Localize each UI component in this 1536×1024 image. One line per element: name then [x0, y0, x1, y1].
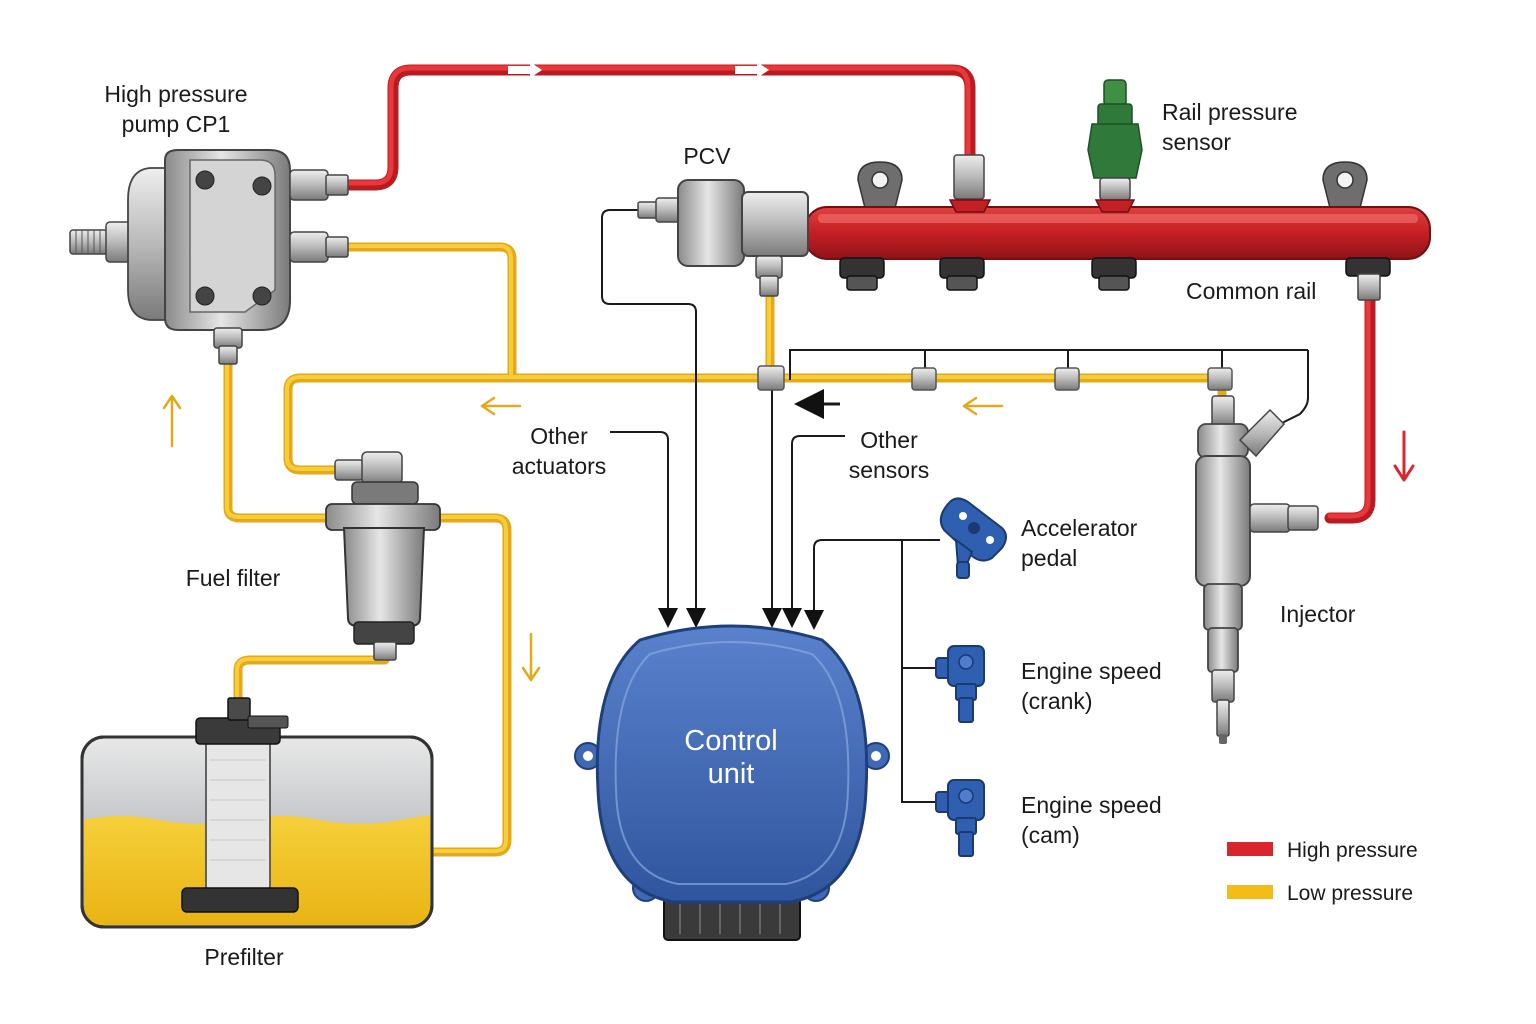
- rail-pressure-sensor: [1087, 79, 1143, 213]
- signal-wires: [601, 209, 1309, 803]
- high-pressure-down-arrow: [1393, 430, 1415, 482]
- arrow-down: [521, 632, 541, 682]
- label-other-actuators-line2: actuators: [512, 453, 607, 479]
- accelerator-pedal-sensor: [939, 497, 1007, 579]
- label-cam-line2: (cam): [1021, 822, 1080, 848]
- label-injector: Injector: [1280, 601, 1356, 627]
- rail-to-injector-line: [1324, 294, 1376, 524]
- common-rail: [804, 154, 1431, 301]
- injector: [1195, 395, 1319, 744]
- label-prefilter: Prefilter: [204, 944, 284, 970]
- flow-arrow-right-2: [735, 62, 769, 78]
- tee-fitting-pcv: [757, 365, 785, 391]
- cam-speed-sensor: [935, 779, 985, 857]
- low-pressure-flow-arrows: [162, 394, 1004, 682]
- legend-swatch-high: [1227, 842, 1273, 856]
- accelerator-wire: [804, 539, 940, 630]
- pcv-valve: [637, 179, 809, 297]
- legend-swatch-low: [1227, 885, 1273, 899]
- high-pressure-pump: [69, 149, 349, 365]
- arrow-up: [162, 394, 182, 448]
- legend-label-low: Low pressure: [1287, 882, 1413, 905]
- other-actuators-wire: [610, 431, 678, 628]
- label-control-unit-line1: Control: [684, 725, 778, 757]
- fuel-filter: [325, 451, 441, 661]
- return-fittings: [757, 365, 1233, 391]
- label-rail-sensor-line2: sensor: [1162, 129, 1231, 155]
- rail-sensor-wire: [1277, 350, 1309, 426]
- prefilter-to-filter-line: [233, 643, 390, 705]
- label-cam-line1: Engine speed: [1021, 792, 1162, 818]
- label-other-actuators-line1: Other: [530, 423, 588, 449]
- label-common-rail: Common rail: [1186, 278, 1316, 304]
- return-to-filter-line: [283, 373, 350, 475]
- legend-label-high: High pressure: [1287, 839, 1418, 862]
- label-other-sensors-line1: Other: [860, 427, 918, 453]
- label-accelerator-line2: pedal: [1021, 545, 1077, 571]
- other-sensors-wire: [782, 435, 845, 628]
- injector-harness-wire: [789, 349, 1308, 380]
- tee-fitting-3: [1207, 367, 1233, 391]
- label-accelerator-line1: Accelerator: [1021, 515, 1138, 541]
- label-other-sensors-line2: sensors: [849, 457, 930, 483]
- filter-to-tank-line: [427, 513, 512, 857]
- tee-fitting-1: [911, 367, 937, 391]
- control-unit: [574, 624, 890, 941]
- speed-sensor-bus: [901, 540, 936, 803]
- flow-arrow-right-1: [508, 62, 542, 78]
- label-crank-line2: (crank): [1021, 688, 1093, 714]
- label-pump-line2: pump CP1: [122, 111, 231, 137]
- high-pressure-flow-arrows: [508, 62, 769, 78]
- pump-feed-line: [223, 357, 335, 523]
- arrow-left-2: [962, 396, 1004, 416]
- arrow-left-1: [480, 396, 522, 416]
- label-pump-line1: High pressure: [104, 81, 247, 107]
- label-fuel-filter: Fuel filter: [186, 565, 281, 591]
- crank-speed-sensor: [935, 645, 985, 723]
- label-control-unit-line2: unit: [708, 758, 755, 790]
- pump-return-line: [345, 242, 517, 383]
- prefilter: [181, 697, 299, 913]
- legend: High pressure Low pressure: [1227, 839, 1418, 905]
- label-rail-sensor-line1: Rail pressure: [1162, 99, 1298, 125]
- pcv-signal-wire: [601, 209, 706, 628]
- tee-fitting-2: [1054, 367, 1080, 391]
- label-pcv: PCV: [683, 143, 731, 169]
- label-crank-line1: Engine speed: [1021, 658, 1162, 684]
